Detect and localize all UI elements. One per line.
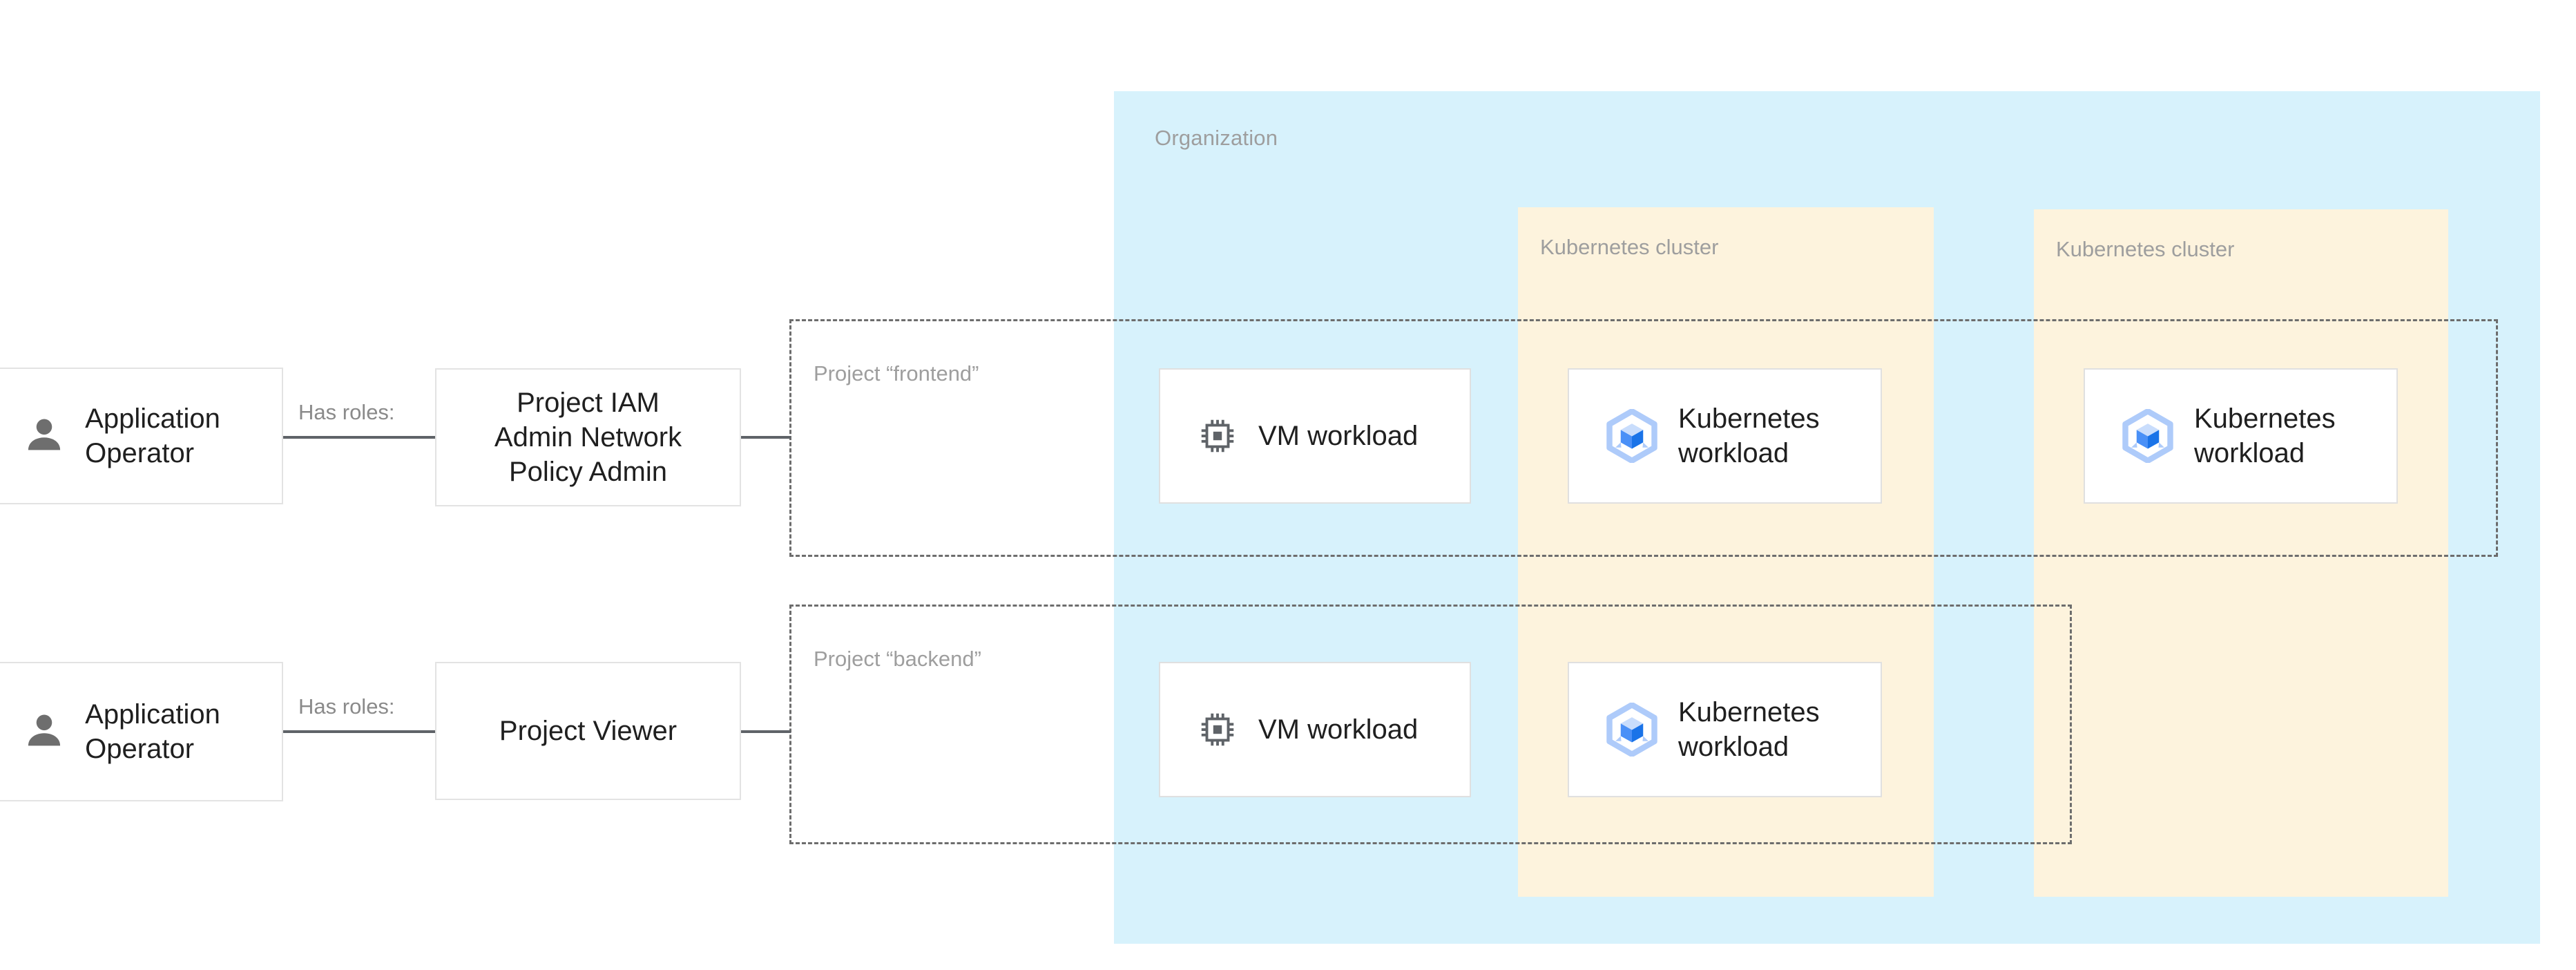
actor-application-operator-1[interactable]: Application Operator bbox=[0, 368, 283, 504]
connector-actor2-to-role2 bbox=[283, 730, 436, 733]
workload-label: Kubernetes workload bbox=[2194, 403, 2336, 468]
kubernetes-workload-card-backend-cluster1[interactable]: Kubernetes workload bbox=[1568, 662, 1882, 797]
workload-label: VM workload bbox=[1258, 714, 1419, 745]
chip-icon bbox=[1201, 713, 1234, 746]
connector-actor1-to-role1 bbox=[283, 436, 436, 439]
project-backend-label: Project “backend” bbox=[814, 647, 981, 671]
kubernetes-cluster-2-label: Kubernetes cluster bbox=[2056, 237, 2235, 261]
person-icon bbox=[28, 419, 61, 450]
workload-label: Kubernetes workload bbox=[1678, 697, 1820, 762]
person-icon bbox=[28, 714, 61, 746]
chip-icon bbox=[1201, 419, 1234, 453]
kubernetes-workload-card-frontend-cluster2[interactable]: Kubernetes workload bbox=[2084, 368, 2398, 504]
project-frontend-label: Project “frontend” bbox=[814, 361, 979, 386]
actor-application-operator-2[interactable]: Application Operator bbox=[0, 662, 283, 801]
workload-label: Kubernetes workload bbox=[1678, 403, 1820, 468]
connector-role2-to-project-backend bbox=[741, 730, 791, 733]
vm-workload-card-frontend[interactable]: VM workload bbox=[1159, 368, 1471, 504]
vm-workload-card-backend[interactable]: VM workload bbox=[1159, 662, 1471, 797]
role-label: Project IAM Admin Network Policy Admin bbox=[494, 388, 682, 487]
has-roles-label-1: Has roles: bbox=[298, 400, 395, 424]
actor-label: Application Operator bbox=[85, 403, 220, 468]
kubernetes-icon bbox=[1606, 409, 1657, 463]
actor-label: Application Operator bbox=[85, 699, 220, 764]
role-label: Project Viewer bbox=[499, 716, 677, 746]
role-box-project-viewer[interactable]: Project Viewer bbox=[435, 662, 741, 800]
workload-label: VM workload bbox=[1258, 421, 1419, 451]
kubernetes-cluster-2: Kubernetes cluster bbox=[2034, 209, 2448, 897]
kubernetes-icon bbox=[2122, 409, 2173, 463]
kubernetes-icon bbox=[1606, 703, 1657, 757]
connector-role1-to-project-frontend bbox=[741, 436, 791, 439]
kubernetes-cluster-1-label: Kubernetes cluster bbox=[1540, 235, 1719, 259]
project-backend-frame: Project “backend” bbox=[789, 605, 2072, 844]
has-roles-label-2: Has roles: bbox=[298, 694, 395, 719]
organization-label: Organization bbox=[1155, 126, 1278, 150]
role-box-project-iam-admin-network-policy-admin[interactable]: Project IAM Admin Network Policy Admin bbox=[435, 368, 741, 506]
kubernetes-workload-card-frontend-cluster1[interactable]: Kubernetes workload bbox=[1568, 368, 1882, 504]
